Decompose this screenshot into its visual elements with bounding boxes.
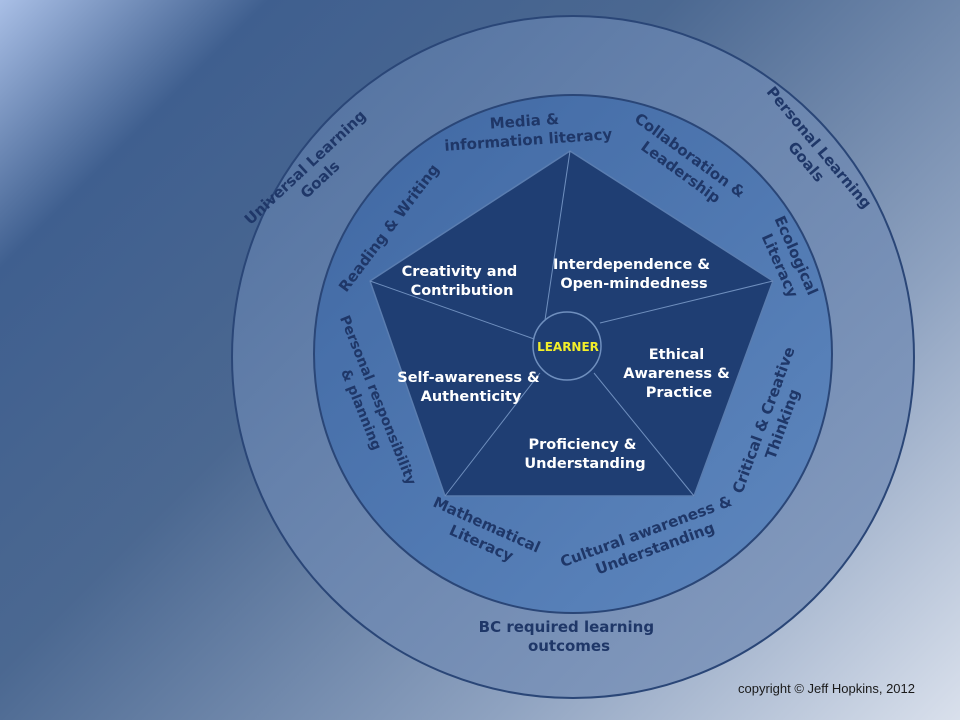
learner-label: LEARNER bbox=[537, 340, 599, 354]
learner-circle bbox=[532, 311, 602, 381]
self-awareness-label: Self-awareness & Authenticity bbox=[397, 370, 544, 405]
bc-outcomes-label: BC required learning outcomes bbox=[479, 618, 660, 655]
pentagon-dividers bbox=[369, 150, 774, 497]
interdependence-label: Interdependence & Open-mindedness bbox=[553, 257, 715, 292]
proficiency-label: Proficiency & Understanding bbox=[524, 437, 645, 472]
creativity-label: Creativity and Contribution bbox=[402, 264, 523, 299]
ethical-label: Ethical Awareness & Practice bbox=[623, 347, 735, 401]
copyright-notice: copyright © Jeff Hopkins, 2012 bbox=[738, 681, 915, 696]
